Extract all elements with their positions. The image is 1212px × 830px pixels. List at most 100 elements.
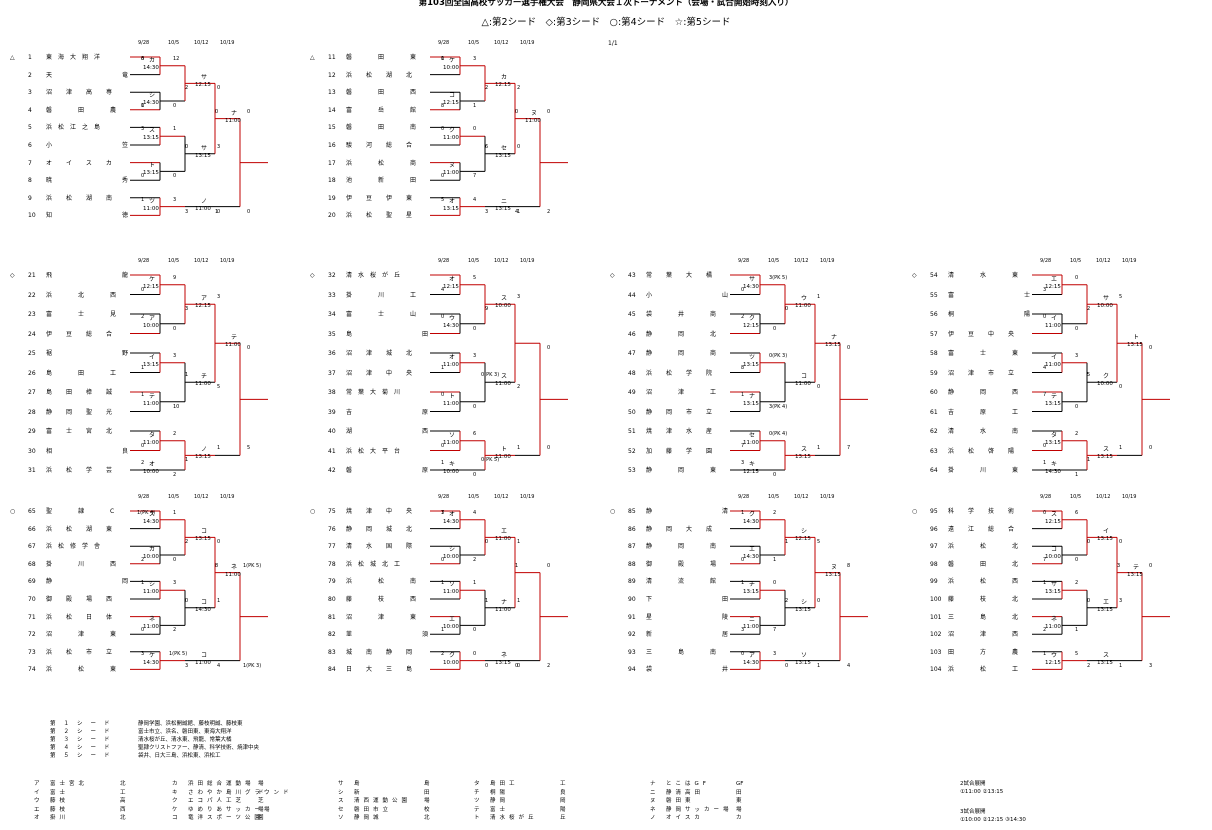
score: 0 <box>741 286 745 293</box>
team-name: 袋井 <box>646 666 799 674</box>
venue-suffix: 場 <box>258 781 264 787</box>
venue-code: チ <box>749 581 756 589</box>
venue-key: ス <box>338 798 344 804</box>
venue-code: ヌ <box>449 162 456 170</box>
venue-code: ナ <box>501 598 508 606</box>
venue-code: エ <box>501 528 508 536</box>
kickoff-time: 11:00 <box>1045 361 1061 368</box>
team-number: 3 <box>28 89 32 97</box>
round-date: 10/19 <box>220 258 235 264</box>
seed-rank: 第２シード <box>50 729 118 735</box>
team-name: 浜松北 <box>948 543 1045 551</box>
score: 0(PK 5) <box>481 457 500 464</box>
score: 2 <box>1075 430 1079 437</box>
score: 0 <box>485 539 489 546</box>
team-name: 清流館 <box>646 578 743 586</box>
score: 9 <box>173 274 177 281</box>
score: 0 <box>1075 274 1079 281</box>
kickoff-time: 10:00 <box>143 554 159 560</box>
team-name: 東海大翔洋 <box>46 54 107 61</box>
venue-code: ク <box>449 651 456 659</box>
bracket-lines <box>130 510 268 670</box>
seed-row: 第４シード聖隷クリストファー、静清、科学技術、焼津中央 <box>50 744 259 752</box>
kickoff-time: 13:15 <box>143 135 159 142</box>
team-number: 24 <box>28 330 36 338</box>
venue-code: ア <box>749 651 756 659</box>
team-name: 星陵 <box>646 613 799 621</box>
venue-code: シ <box>149 92 156 99</box>
venue-code: シ <box>801 598 808 606</box>
team-number: 89 <box>628 578 636 586</box>
score: 1 <box>473 103 477 109</box>
round-date: 10/12 <box>194 40 209 46</box>
round-date: 10/19 <box>520 258 535 264</box>
bracket-lines <box>1032 274 1170 471</box>
venue-code: カ <box>149 56 156 64</box>
kickoff-time: 10:00 <box>143 469 159 475</box>
score: 1 <box>1119 445 1123 452</box>
team-name: 静岡北 <box>646 330 743 338</box>
venue-key: ク <box>172 798 178 804</box>
venue-name: 竜洋スポーツ公園 <box>188 815 264 821</box>
team-number: 55 <box>930 291 938 299</box>
team-number: 29 <box>28 428 36 435</box>
venue-key: ツ <box>474 798 480 804</box>
venue-suffix: 田 <box>424 789 430 796</box>
seed-row: 第１シード静岡学園、浜松開誠館、藤枝明誠、藤枝東 <box>50 720 259 728</box>
score: 1 <box>517 445 521 452</box>
score: 0 <box>515 108 519 115</box>
venue-code: ク <box>1103 373 1110 381</box>
score: 7 <box>773 627 777 634</box>
team-name: 常葉大橘 <box>646 272 727 279</box>
seed-mark: ◇ <box>610 272 615 279</box>
team-name: 三島北 <box>948 613 1045 621</box>
team-name: 浜松湖南 <box>46 194 127 202</box>
round-date: 9/28 <box>1040 494 1052 500</box>
team-number: 7 <box>28 159 32 167</box>
venue-row: カ浜田総合運動場場 <box>172 780 264 789</box>
team-number: 72 <box>28 631 36 639</box>
team-name: 浜松江之島 <box>46 124 107 132</box>
team-number: 17 <box>328 159 336 167</box>
score: 0 <box>247 208 251 215</box>
score: 1 <box>741 580 745 587</box>
team-number: 93 <box>628 648 636 656</box>
kickoff-time: 12:15 <box>195 82 211 89</box>
kickoff-time: 13:15 <box>495 152 511 159</box>
team-name: 富士見 <box>46 311 143 318</box>
venue-name: オイスカ <box>666 815 704 821</box>
venue-suffix: 東 <box>736 798 742 804</box>
kickoff-time: 14:30 <box>443 518 459 525</box>
team-number: 47 <box>628 350 636 357</box>
team-number: 77 <box>328 543 336 551</box>
score: 0 <box>1149 345 1153 352</box>
seed-legend: △:第2シード ◇:第3シード ○:第4シード ☆:第5シード <box>481 17 731 28</box>
kickoff-time: 14:30 <box>143 64 159 71</box>
team-number: 81 <box>328 613 336 621</box>
bracket-lines <box>730 274 868 471</box>
venue-code: ス <box>1103 651 1110 659</box>
score: 1 <box>517 539 521 546</box>
team-number: 49 <box>628 389 636 396</box>
kickoff-time: 12:15 <box>795 536 811 543</box>
kickoff-time: 11:00 <box>443 400 459 407</box>
kickoff-time: 11:00 <box>495 381 511 388</box>
venue-key: テ <box>474 806 480 813</box>
round-date: 10/12 <box>194 494 209 500</box>
round-date: 10/19 <box>1122 258 1137 264</box>
venue-code: カ <box>501 74 508 82</box>
venue-code: オ <box>449 510 456 518</box>
score: 0 <box>173 557 177 563</box>
kickoff-time: 14:30 <box>195 606 211 613</box>
kickoff-time: 12:15 <box>443 100 459 106</box>
score: 4 <box>515 208 519 215</box>
venue-row: チ桐陽良 <box>474 789 566 798</box>
venue-code: ツ <box>149 197 156 205</box>
team-number: 98 <box>930 560 938 568</box>
venue-code: イ <box>1051 353 1058 361</box>
score: 5 <box>473 274 477 281</box>
